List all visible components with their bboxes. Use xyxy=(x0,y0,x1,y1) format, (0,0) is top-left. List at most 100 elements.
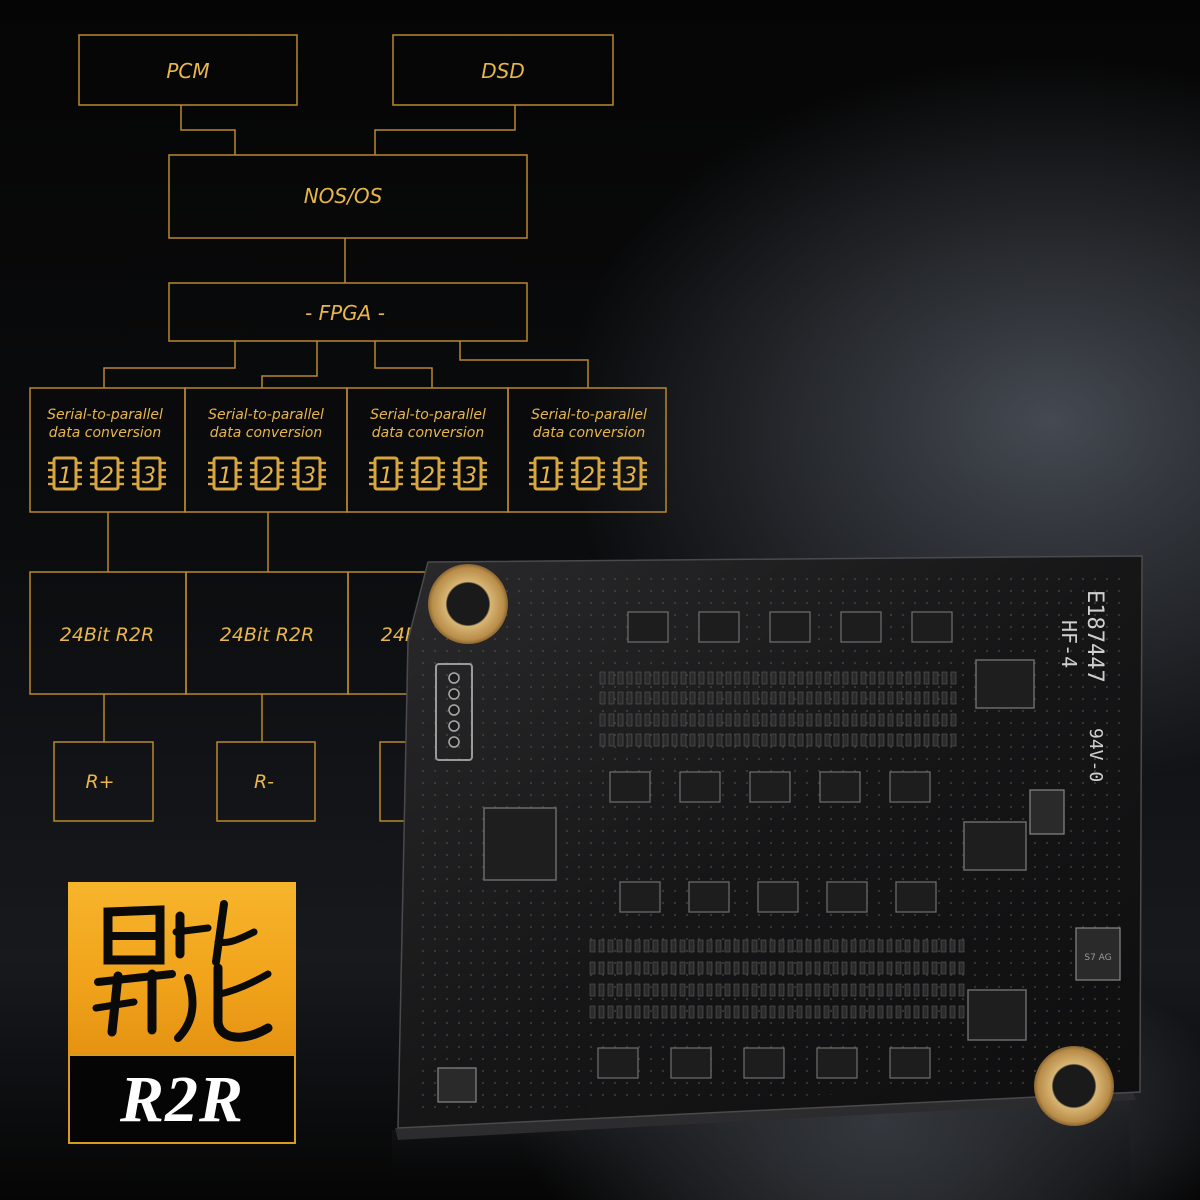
smd-resistor xyxy=(752,691,759,705)
smd-resistor xyxy=(715,1005,722,1019)
smd-resistor xyxy=(751,939,758,953)
ic-chip xyxy=(840,611,882,643)
smd-resistor xyxy=(734,691,741,705)
smd-resistor xyxy=(661,939,668,953)
smd-resistor xyxy=(715,961,722,975)
smd-resistor xyxy=(851,671,858,685)
ic-chip xyxy=(816,1047,858,1079)
smd-resistor xyxy=(778,939,785,953)
smd-resistor xyxy=(950,733,957,747)
smd-resistor xyxy=(616,961,623,975)
smd-resistor xyxy=(914,671,921,685)
smd-resistor xyxy=(922,983,929,997)
smd-resistor xyxy=(770,713,777,727)
smd-resistor xyxy=(697,1005,704,1019)
smd-resistor xyxy=(725,691,732,705)
grade-marking: HF-4 xyxy=(1057,620,1081,668)
smd-resistor xyxy=(760,1005,767,1019)
smd-resistor xyxy=(671,733,678,747)
smd-resistor xyxy=(869,671,876,685)
smd-resistor xyxy=(752,713,759,727)
smd-resistor xyxy=(616,983,623,997)
smd-resistor xyxy=(680,671,687,685)
smd-resistor xyxy=(805,983,812,997)
smd-resistor xyxy=(625,961,632,975)
smd-resistor xyxy=(752,671,759,685)
ic-chip xyxy=(627,611,669,643)
smd-resistor xyxy=(707,671,714,685)
smd-resistor xyxy=(868,939,875,953)
smd-resistor xyxy=(941,733,948,747)
smd-resistor xyxy=(671,671,678,685)
smd-resistor xyxy=(617,713,624,727)
smd-resistor xyxy=(823,983,830,997)
smd-resistor xyxy=(679,983,686,997)
smd-resistor xyxy=(761,713,768,727)
smd-resistor xyxy=(904,983,911,997)
smd-resistor xyxy=(761,671,768,685)
smd-resistor xyxy=(643,961,650,975)
r2r-label: 24Bit R2R xyxy=(220,624,314,646)
smd-resistor xyxy=(788,733,795,747)
mounting-hole-icon xyxy=(1034,1046,1114,1126)
ic-chip xyxy=(889,1047,931,1079)
smd-resistor xyxy=(625,939,632,953)
smd-resistor xyxy=(950,691,957,705)
smd-resistor xyxy=(832,983,839,997)
smd-resistor xyxy=(688,1005,695,1019)
diode-marking: S7 AG xyxy=(1084,953,1111,963)
conversion-block xyxy=(507,387,667,513)
output-box-r-minus xyxy=(216,741,316,822)
smd-resistor xyxy=(806,671,813,685)
smd-resistor xyxy=(896,713,903,727)
smd-resistor xyxy=(833,691,840,705)
chip-icon: 2 xyxy=(250,456,284,491)
smd-resistor xyxy=(868,961,875,975)
smd-resistor xyxy=(599,733,606,747)
smd-resistor xyxy=(698,733,705,747)
smd-resistor xyxy=(608,713,615,727)
smd-resistor xyxy=(923,671,930,685)
smd-resistor xyxy=(679,1005,686,1019)
smd-resistor xyxy=(932,691,939,705)
smd-resistor xyxy=(797,713,804,727)
smd-resistor xyxy=(724,1005,731,1019)
smd-resistor xyxy=(778,983,785,997)
output-r-plus-label: R+ xyxy=(85,771,114,793)
ic-chip xyxy=(619,881,661,913)
smd-resistor xyxy=(661,983,668,997)
smd-resistor xyxy=(887,733,894,747)
smd-resistor xyxy=(850,939,857,953)
smd-resistor xyxy=(761,691,768,705)
smd-resistor xyxy=(778,961,785,975)
smd-resistor xyxy=(698,691,705,705)
smd-resistor xyxy=(787,1005,794,1019)
smd-resistor xyxy=(896,671,903,685)
smd-resistor xyxy=(644,733,651,747)
smd-resistor xyxy=(779,713,786,727)
chip-icon: 3 xyxy=(613,456,647,491)
smd-resistor xyxy=(859,1005,866,1019)
smd-resistor xyxy=(626,671,633,685)
smd-resistor xyxy=(797,671,804,685)
smd-resistor xyxy=(886,939,893,953)
smd-resistor xyxy=(643,939,650,953)
board-reflection xyxy=(392,1085,1130,1200)
smd-resistor xyxy=(905,733,912,747)
smd-resistor xyxy=(743,713,750,727)
smd-resistor xyxy=(851,713,858,727)
smd-resistor xyxy=(905,713,912,727)
smd-resistor xyxy=(914,733,921,747)
smd-resistor xyxy=(940,1005,947,1019)
smd-resistor xyxy=(868,983,875,997)
ic-chip xyxy=(819,771,861,803)
smd-resistor xyxy=(805,939,812,953)
smd-resistor xyxy=(652,983,659,997)
nos-os-label: NOS/OS xyxy=(304,184,383,208)
smd-resistor xyxy=(634,961,641,975)
smd-resistor xyxy=(841,961,848,975)
smd-resistor xyxy=(832,1005,839,1019)
smd-resistor xyxy=(895,983,902,997)
smd-resistor xyxy=(608,671,615,685)
chip-number: 3 xyxy=(142,464,156,489)
